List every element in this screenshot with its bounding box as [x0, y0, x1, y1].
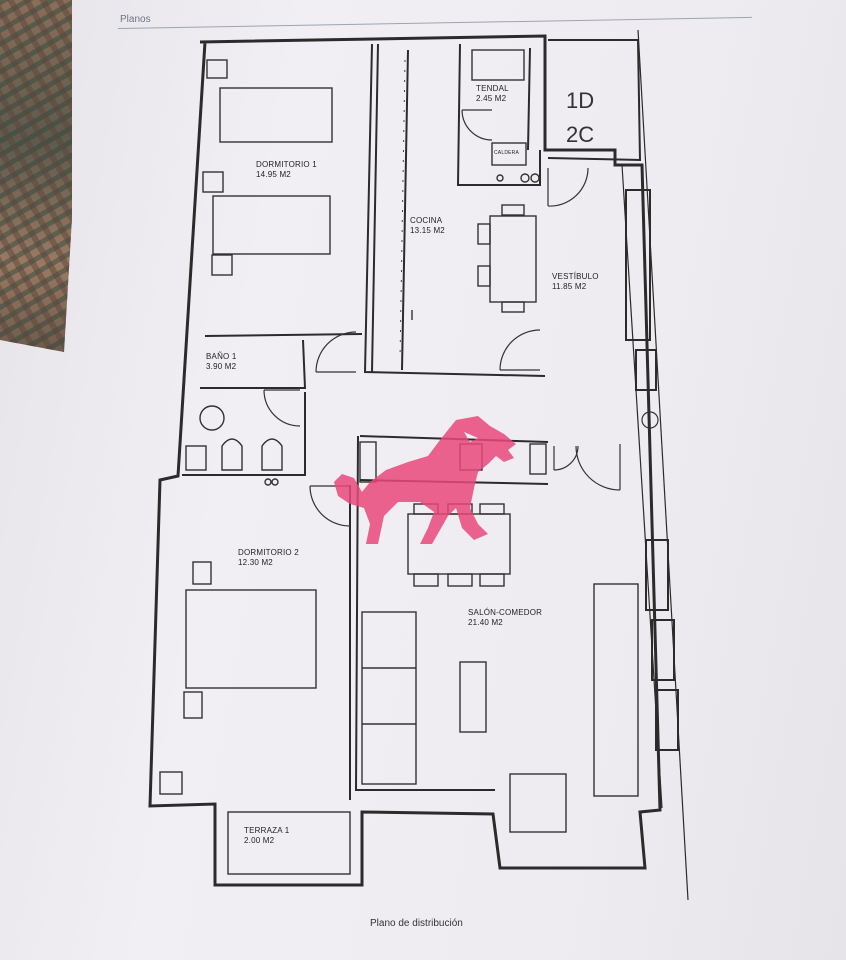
- room-label-vestibulo: VESTÍBULO 11.85 M2: [552, 272, 599, 292]
- adjacent-page-photo: [0, 0, 72, 352]
- room-name: COCINA: [410, 216, 443, 225]
- room-name: SALÓN-COMEDOR: [468, 608, 543, 617]
- room-label-terraza-1: TERRAZA 1 2.00 M2: [244, 826, 289, 846]
- room-area: 13.15 M2: [410, 226, 445, 235]
- room-name: VESTÍBULO: [552, 272, 599, 281]
- room-area: 2.45 M2: [476, 94, 507, 103]
- room-name: DORMITORIO 2: [238, 548, 299, 557]
- outer-wall: [148, 34, 662, 887]
- lion-logo-icon: [334, 416, 516, 544]
- room-label-dormitorio-2: DORMITORIO 2 12.30 M2: [238, 548, 299, 568]
- watermark-shape: [334, 416, 516, 544]
- room-area: 2.00 M2: [244, 836, 275, 845]
- unit-label-top: 1D: [566, 88, 595, 113]
- room-name: DORMITORIO 1: [256, 160, 317, 169]
- room-area: 14.95 M2: [256, 170, 291, 179]
- kitchen-wall: [363, 43, 546, 377]
- room-label-cocina: COCINA 13.15 M2: [410, 216, 445, 236]
- section-header: Planos: [120, 14, 151, 25]
- room-label-bano-1: BAÑO 1 3.90 M2: [206, 352, 237, 372]
- room-area: 11.85 M2: [552, 282, 587, 291]
- figure-caption: Plano de distribución: [370, 918, 463, 929]
- room-label-dormitorio-1: DORMITORIO 1 14.95 M2: [256, 160, 317, 180]
- room-area: 21.40 M2: [468, 618, 503, 627]
- room-label-salon-comedor: SALÓN-COMEDOR 21.40 M2: [468, 608, 542, 628]
- room-label-tendal: TENDAL 2.45 M2: [476, 84, 509, 104]
- room-name: BAÑO 1: [206, 352, 237, 361]
- room-name: TENDAL: [476, 84, 509, 93]
- room-name: TERRAZA 1: [244, 826, 290, 835]
- room-area: 12.30 M2: [238, 558, 273, 567]
- room-area: 3.90 M2: [206, 362, 237, 371]
- unit-label-bottom: 2C: [566, 122, 595, 147]
- boiler-label: CALDERA: [494, 150, 520, 156]
